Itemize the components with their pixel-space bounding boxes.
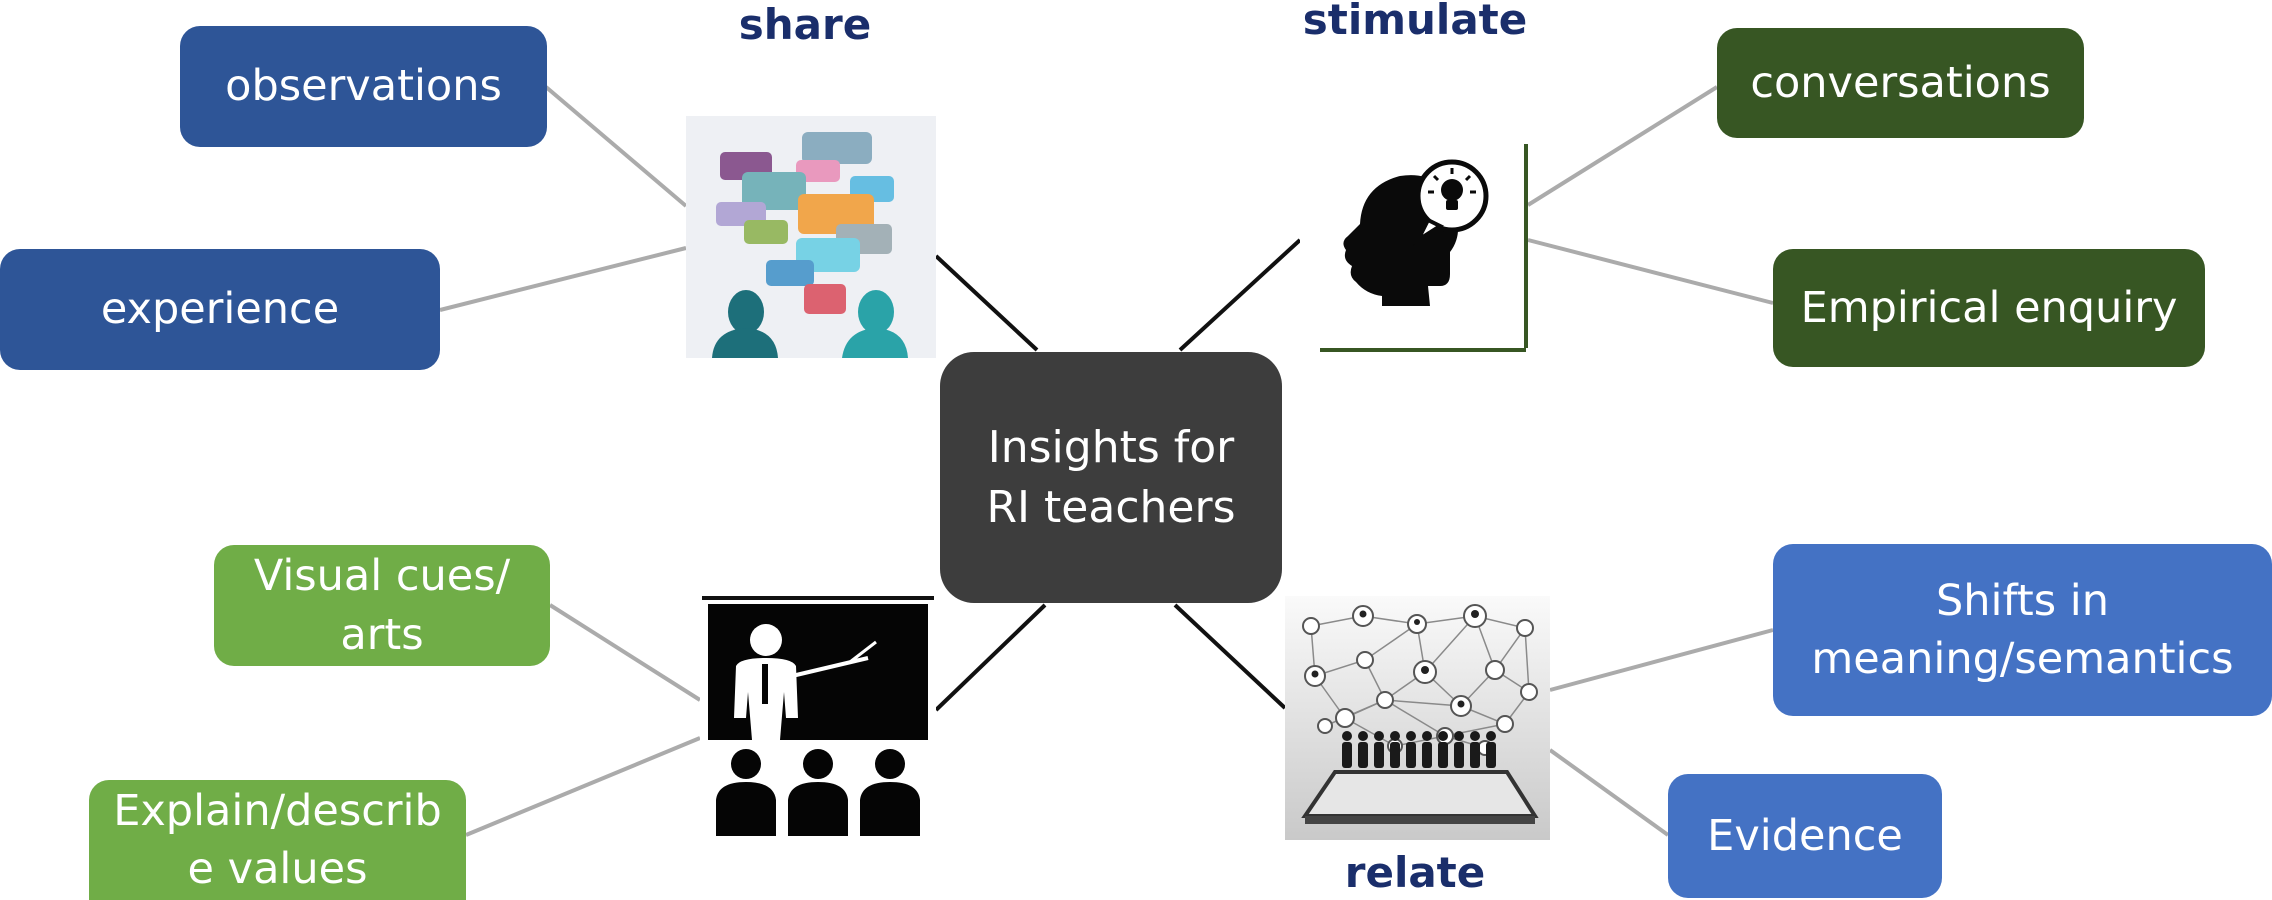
board-top-line [702,596,934,600]
bubble-blue [766,260,814,286]
category-relate: relate [1344,848,1486,897]
center-line-1: Insights for RI [986,422,1235,533]
node-explain-line-1: Explain/describ [113,785,442,836]
people-network-icon [1285,596,1550,840]
speech-bubbles-people-icon [686,116,936,358]
connector-conversations [1526,85,1719,207]
connector-visual [548,603,702,702]
node-empirical-label: Empirical enquiry [1800,282,2178,333]
connector-empirical [1527,238,1774,305]
node-evidence-label: Evidence [1707,810,1903,861]
connector-evidence [1548,748,1670,837]
node-visual-line-2: arts [340,609,424,660]
lightbulb [1428,168,1476,210]
connector-center-share [934,254,1039,352]
node-explain-line-2: e values [187,844,368,894]
node-experience-label: experience [100,284,340,335]
connector-center-stimulate [1178,238,1302,352]
node-visual-cues: Visual cues/ arts [214,545,550,666]
node-empirical-enquiry: Empirical enquiry [1773,249,2205,367]
node-conversations-label: conversations [1750,57,2051,108]
teacher-classroom-icon [700,596,936,836]
bubble-pink [796,160,840,182]
connector-shifts [1549,628,1774,692]
connector-observations [544,85,688,208]
node-explain-values: Explain/describ e values [89,780,466,900]
node-shifts-meaning: Shifts in meaning/semantics [1773,544,2272,716]
category-share: share [738,0,872,49]
node-observations-label: observations [225,61,502,112]
node-shifts-line-1: Shifts in [1935,575,2109,626]
bubble-red [804,284,846,314]
connector-explain [465,736,701,837]
bubble-teal [742,172,806,210]
connector-experience [439,246,687,312]
node-shifts-line-2: meaning/semantics [1811,634,2234,684]
center-line-2: teachers [1044,481,1236,533]
connector-center-teach [934,603,1047,712]
platform [1301,770,1539,818]
category-stimulate: stimulate [1302,0,1528,44]
crowd-on-platform [1342,731,1496,768]
node-visual-line-1: Visual cues/ [253,551,511,602]
center-node: Insights for RI teachers [940,352,1282,603]
node-observations: observations [180,26,547,147]
node-experience: experience [0,249,440,370]
node-conversations: conversations [1717,28,2084,138]
bubble-green [744,220,788,244]
connector-center-relate [1173,603,1287,710]
head-lightbulb-icon [1300,124,1528,352]
bubble-slate [802,132,872,164]
node-evidence: Evidence [1668,774,1942,898]
person-right [842,290,908,358]
audience [716,749,920,836]
person-left [712,290,778,358]
